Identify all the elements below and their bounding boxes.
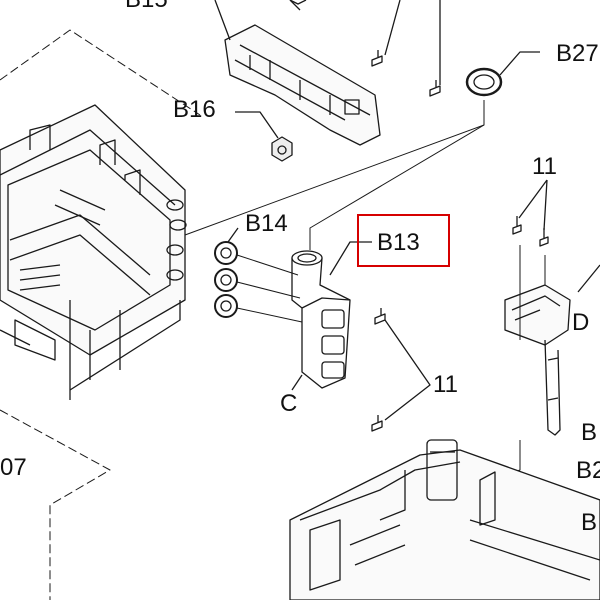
screw-icon [512,216,549,247]
label-c: C [280,390,298,417]
label-b14: B14 [245,210,288,237]
screw-icon [289,0,441,97]
leader-b27 [499,51,540,76]
highlight-box-b13 [357,214,450,267]
screw-icon [371,308,386,432]
label-b-edge-1: B [581,419,598,446]
label-eleven-right: 11 [433,371,458,398]
label-b-edge-3: B [581,509,598,536]
leader-b13 [329,241,372,276]
leader-c [291,374,303,391]
lower-housing-icon [289,439,600,600]
leader-eleven-d [518,179,548,231]
leader-b14 [227,227,239,243]
label-b27: B27 [556,40,599,67]
label-eleven-top: 11 [532,153,557,180]
o-ring-icon [465,67,503,97]
dashed-reference-line [0,29,201,116]
dashed-leader-07 [0,409,111,600]
leader-d [577,264,600,293]
dashed-connector-right [464,245,546,491]
label-07: 07 [0,454,27,481]
grommet-connectors [236,254,303,323]
switch-bracket-icon [504,284,571,436]
leader-eleven-right [384,319,431,421]
label-b16: B16 [173,96,216,123]
label-b15: B15 [125,0,168,12]
leader-b16 [235,111,279,139]
connector-b13 [309,124,485,250]
bracket-assembly-icon [214,0,381,146]
chassis-frame-icon [0,104,187,400]
label-b-edge-2: B2 [576,457,600,484]
leader-eleven-top [384,0,441,85]
valve-manifold-icon [291,250,351,389]
nut-icon [271,136,293,162]
grommet-icon [214,241,238,318]
label-d: D [572,309,590,336]
label-b13: B13 [377,229,420,256]
